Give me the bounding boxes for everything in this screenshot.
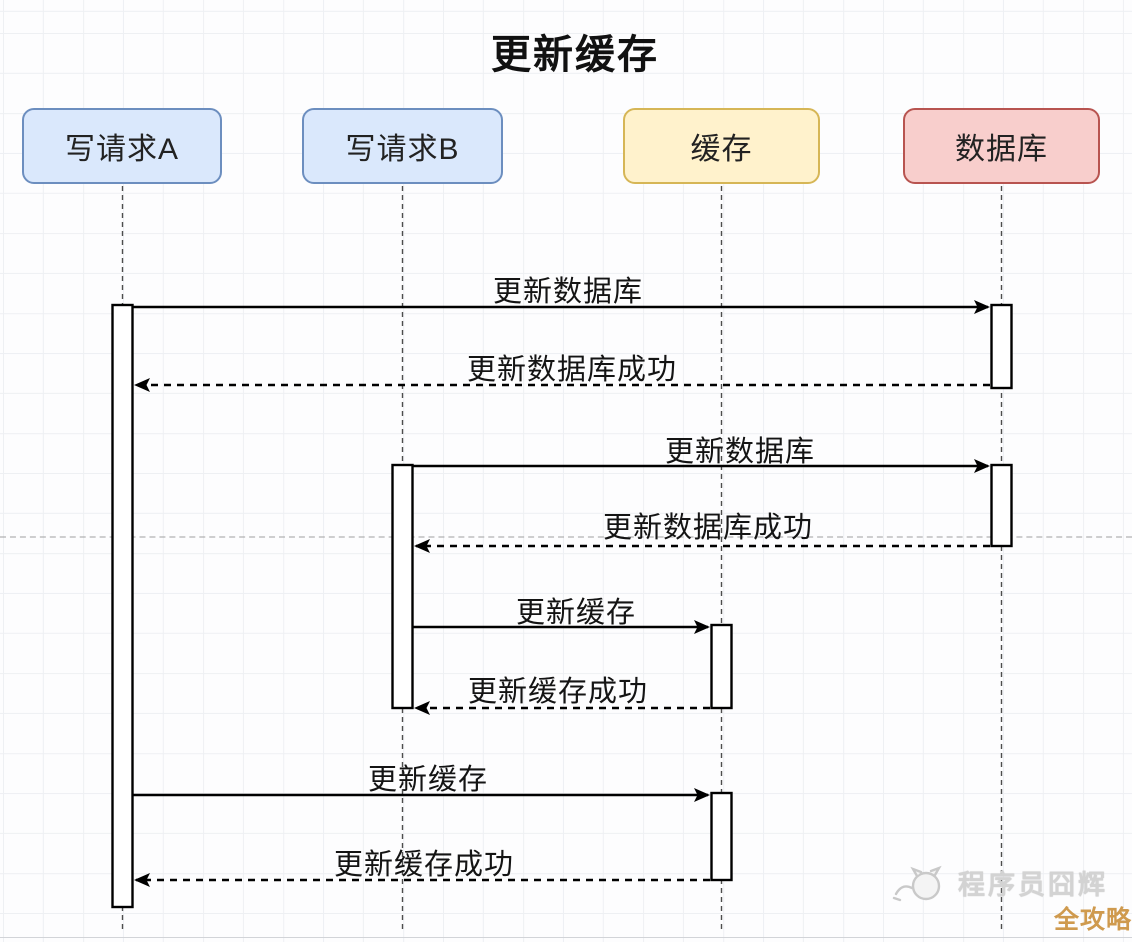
message-label: 更新数据库 — [664, 436, 816, 468]
canvas-bottom-gridline — [0, 937, 1132, 938]
actor-write-request-b: 写请求B — [302, 108, 503, 184]
actor-write-request-a: 写请求A — [22, 108, 222, 184]
activation-bar-cache-2 — [710, 791, 733, 882]
activation-bar-database-2 — [990, 463, 1013, 548]
activation-bar-write-request-a — [111, 303, 134, 909]
message-label: 更新缓存 — [515, 597, 637, 629]
message-label: 更新缓存成功 — [333, 849, 515, 881]
message-label: 更新数据库 — [492, 276, 644, 308]
message-label: 更新缓存 — [367, 764, 489, 796]
actor-cache: 缓存 — [623, 108, 820, 184]
watermark-author-name: 程序员囧辉 — [958, 870, 1108, 900]
activation-bar-write-request-b — [391, 463, 414, 710]
cat-doodle-icon — [892, 865, 942, 902]
page-divider-line — [0, 536, 1132, 538]
diagram-title: 更新缓存 — [491, 33, 659, 77]
message-label: 更新数据库成功 — [466, 354, 678, 386]
message-label: 更新数据库成功 — [602, 512, 814, 544]
watermark-badge: 全攻略 — [1054, 906, 1132, 934]
message-label: 更新缓存成功 — [467, 676, 649, 708]
actor-database: 数据库 — [903, 108, 1100, 184]
activation-bar-database-1 — [990, 303, 1013, 390]
activation-bar-cache-1 — [710, 623, 733, 710]
